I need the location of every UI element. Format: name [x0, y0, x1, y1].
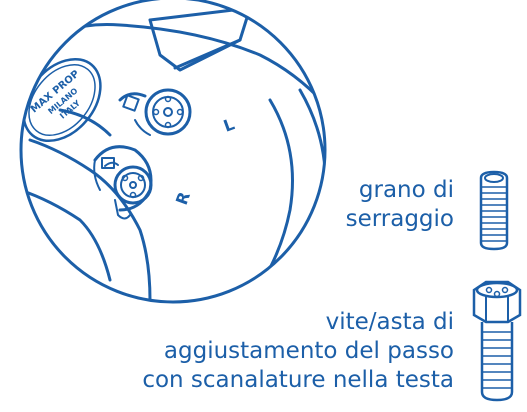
hub-rear-curve-inner — [278, 88, 325, 302]
top-screw-housing — [118, 88, 192, 136]
set-screw-illustration — [479, 170, 509, 251]
set-screw-label: grano di serraggio — [346, 176, 454, 234]
set-screw-label-line-2: serraggio — [345, 206, 454, 232]
pitch-screw-label-line-1: vite/asta di — [325, 309, 454, 335]
pitch-screw-label-line-2: aggiustamento del passo — [163, 338, 454, 364]
pitch-screw-label-line-3: con scanalature nella testa — [142, 367, 454, 393]
blade-root-edge — [173, 38, 242, 70]
pitch-screw-label: vite/asta di aggiustamento del passo con… — [142, 308, 454, 395]
detail-circle — [19, 0, 327, 304]
blade-root — [148, 6, 252, 72]
bottom-screw-housing — [93, 145, 153, 220]
hub-detail-view: MAX PROP MILANO ITALY L R — [19, 0, 327, 304]
marking-right: R — [172, 189, 194, 207]
logo-oval-inner — [28, 64, 96, 136]
hub-rear-curve — [248, 98, 294, 302]
pitch-screw-illustration — [472, 280, 522, 402]
set-screw-label-line-1: grano di — [358, 177, 454, 203]
lower-surface-2 — [21, 188, 112, 282]
marking-left: L — [221, 114, 237, 135]
